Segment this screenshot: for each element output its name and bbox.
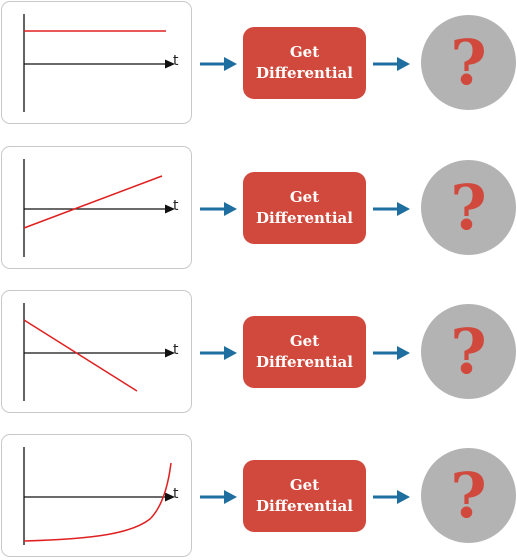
arrow-right-icon [200,346,237,360]
curve-decreasing-linear [23,319,138,392]
get-differential-box: Get Differential [243,316,366,388]
t-axis-arrowhead [165,204,175,214]
graph-panel: t [1,434,192,557]
graph-panel: t [1,290,192,413]
graph-constant [23,14,175,112]
t-axis-label: t [173,486,179,502]
process-label-line2: Differential [256,497,353,515]
t-axis-label: t [173,342,179,358]
process-label-line1: Get [289,476,320,494]
t-axis-label: t [173,53,179,69]
arrow-right-icon [200,490,237,504]
curve-exponential-growth [23,462,172,542]
result-circle: ? [421,160,516,255]
t-axis-arrowhead [165,348,175,358]
t-axis-label: t [173,198,179,214]
question-mark-icon: ? [450,458,487,532]
arrow-right-icon [373,346,410,360]
process-label-line2: Differential [256,353,353,371]
arrow-right-icon [200,57,237,71]
arrow-right-icon [373,202,410,216]
t-axis-arrowhead [165,59,175,69]
graph-panel: t [1,146,192,269]
row-constant: t Get Differential ? [0,0,517,126]
t-axis-arrowhead [165,492,175,502]
graph-increasing-linear [23,159,175,257]
arrow-right-icon [373,57,410,71]
process-label-line2: Differential [256,64,353,82]
graph-exponential-growth [23,447,175,545]
row-decreasing-linear: t Get Differential ? [0,289,517,415]
result-circle: ? [421,304,516,399]
question-mark-icon: ? [450,170,487,244]
get-differential-box: Get Differential [243,27,366,99]
get-differential-box: Get Differential [243,460,366,532]
graph-panel: t [1,1,192,124]
row-exponential-growth: t Get Differential ? [0,433,517,559]
question-mark-icon: ? [450,25,487,99]
get-differential-box: Get Differential [243,172,366,244]
process-label-line2: Differential [256,209,353,227]
arrow-right-icon [373,490,410,504]
question-mark-icon: ? [450,314,487,388]
graph-decreasing-linear [23,303,175,401]
process-label-line1: Get [289,188,320,206]
result-circle: ? [421,448,516,543]
row-increasing-linear: t Get Differential ? [0,145,517,271]
arrow-right-icon [200,202,237,216]
process-label-line1: Get [289,43,320,61]
process-label-line1: Get [289,332,320,350]
curve-increasing-linear [23,175,163,229]
result-circle: ? [421,15,516,110]
